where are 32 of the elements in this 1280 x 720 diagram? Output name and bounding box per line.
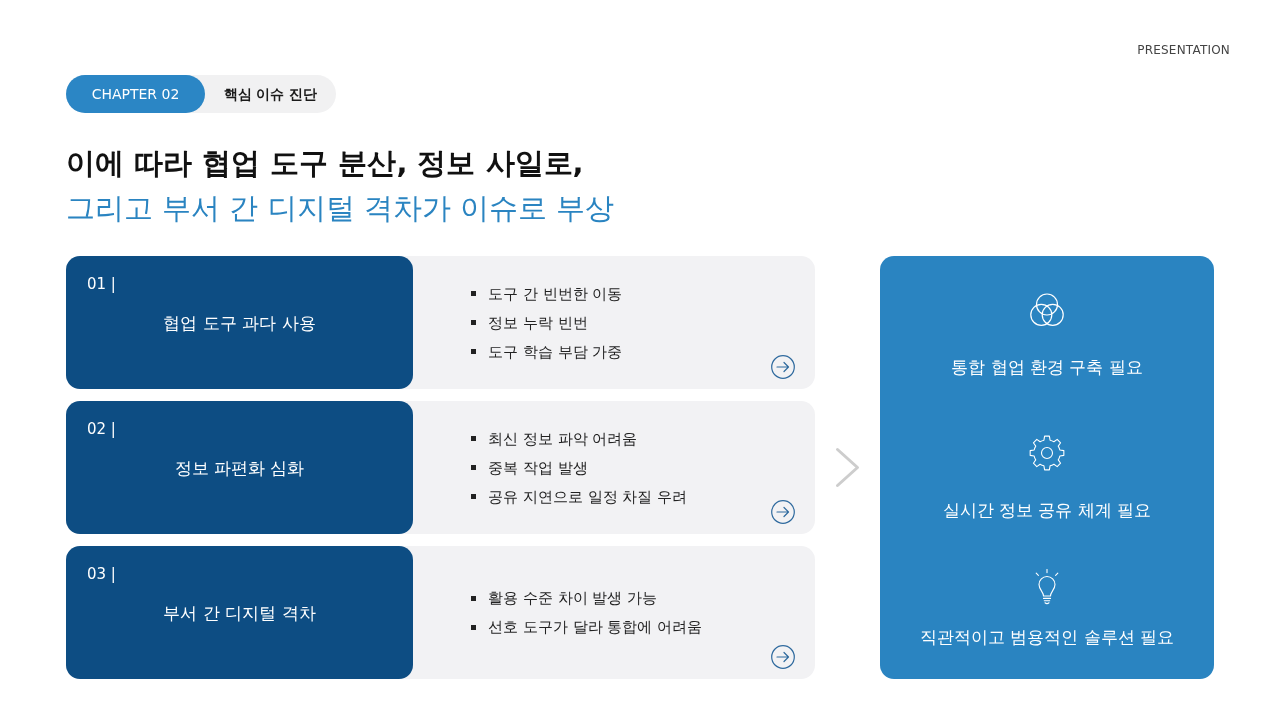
solution-panel: [880, 256, 1214, 679]
solution-text: 통합 협업 환경 구축 필요: [951, 356, 1143, 378]
section-topic-label: 핵심 이슈 진단: [223, 85, 318, 103]
chapter-label: CHAPTER 02: [91, 85, 180, 103]
slide-title: 이에 따라 협업 도구 분산, 정보 사일로,: [66, 145, 584, 181]
bullet-item: 최신 정보 파악 어려움: [471, 424, 638, 453]
issue-number: 02 |: [87, 420, 116, 438]
issue-title: 정보 파편화 심화: [174, 456, 305, 479]
bullet-item: 도구 간 빈번한 이동: [471, 279, 623, 308]
chapter-pill: [66, 75, 205, 113]
issue-card: [66, 546, 413, 679]
bullet-item: 선호 도구가 달라 통합에 어려움: [471, 612, 703, 642]
detail-panel: [66, 401, 815, 534]
bullet-item: 활용 수준 차이 발생 가능: [471, 583, 658, 613]
issue-card: [66, 256, 413, 389]
chevron-arrow: [836, 448, 859, 487]
bullet-item: 공유 지연으로 일정 차질 우려: [471, 482, 688, 511]
issue-number: 03 |: [87, 565, 116, 583]
header-label: PRESENTATION: [1137, 43, 1230, 57]
solution-text: 직관적이고 범용적인 솔루션 필요: [919, 626, 1175, 648]
title-highlight-line: 그리고 부서 간 디지털 격차가 이슈로 부상: [66, 190, 615, 226]
section-tag-pill: [66, 75, 336, 113]
bullet-item: 도구 학습 부담 가중: [471, 337, 623, 366]
bullet-item: 정보 누락 빈번: [471, 308, 588, 337]
issue-title: 협업 도구 과다 사용: [163, 311, 316, 334]
issue-title: 부서 간 디지털 격차: [163, 601, 316, 624]
solution-text: 실시간 정보 공유 체계 필요: [942, 499, 1152, 521]
bullet-item: 중복 작업 발생: [471, 453, 588, 482]
detail-panel: [66, 546, 815, 679]
issue-number: 01 |: [87, 275, 116, 293]
detail-panel: [66, 256, 815, 389]
issue-card: [66, 401, 413, 534]
